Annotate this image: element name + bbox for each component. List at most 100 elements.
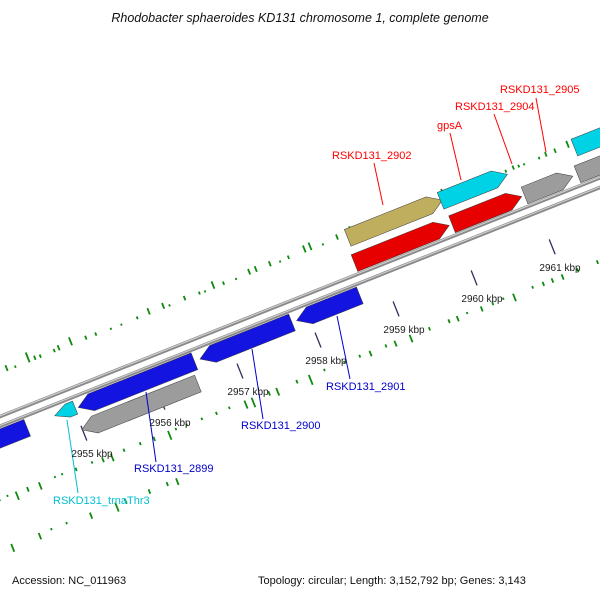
leader-rskd131-2905 — [535, 97, 547, 153]
histogram-bar — [24, 352, 31, 363]
gene-arrow-cyan-edge[interactable] — [570, 118, 600, 157]
histogram-bar — [197, 291, 201, 295]
ruler-tick — [392, 301, 400, 317]
gene-arrow-blue-2900[interactable] — [197, 313, 296, 367]
histogram-bar — [89, 512, 94, 519]
histogram-bar — [358, 354, 362, 358]
gene-labels: RSKD131_2902 gpsA RSKD131_2904 RSKD131_2… — [53, 84, 580, 507]
histogram-ring-outer — [4, 132, 599, 372]
histogram-bar — [553, 148, 557, 154]
histogram-bar — [278, 260, 282, 263]
histogram-bar — [512, 293, 517, 302]
histogram-bar — [447, 319, 451, 324]
gene-arrow-khaki-2902[interactable] — [343, 192, 445, 247]
histogram-bar — [234, 277, 238, 281]
histogram-bar — [122, 448, 126, 452]
label-leaders — [66, 97, 547, 494]
histogram-bar — [267, 260, 272, 267]
page-title: Rhodobacter sphaeroides KD131 chromosome… — [111, 11, 488, 25]
gene-arrow-blue-2899[interactable] — [75, 352, 199, 416]
histogram-bar — [531, 285, 534, 289]
histogram-bar — [203, 290, 207, 293]
gene-label-rskd131-2899[interactable]: RSKD131_2899 — [134, 463, 214, 475]
backbone-rail-inner — [0, 154, 600, 453]
histogram-bar — [228, 406, 231, 410]
histogram-bar — [14, 491, 20, 501]
histogram-bar — [541, 281, 545, 287]
histogram-bar — [185, 423, 189, 427]
ruler-label-2960: 2960 kbp — [461, 294, 503, 305]
histogram-bar — [10, 543, 16, 553]
status-accession: Accession: NC_011963 — [12, 575, 126, 587]
histogram-bar — [384, 344, 388, 348]
histogram-bar — [94, 332, 98, 336]
histogram-bar — [90, 461, 94, 464]
gene-arrow-gray-top-1[interactable] — [520, 168, 576, 205]
leader-gpsa — [449, 132, 462, 181]
histogram-bar — [123, 498, 128, 505]
histogram-bar — [517, 164, 521, 168]
histogram-ring-inner — [0, 260, 599, 502]
backbone-rail-outer — [0, 146, 600, 444]
leader-rskd131-2902 — [373, 162, 384, 206]
status-bar: Accession: NC_011963 Topology: circular;… — [12, 575, 526, 587]
gene-label-rskd131-trnathr3[interactable]: RSKD131_trnaThr3 — [53, 495, 150, 507]
ruler-tick — [80, 425, 88, 441]
gene-label-rskd131-2900[interactable]: RSKD131_2900 — [241, 420, 321, 432]
histogram-bar — [84, 335, 88, 340]
histogram-bar — [323, 368, 326, 372]
leader-rskd131-trnathr3 — [66, 419, 79, 494]
histogram-bar — [114, 502, 120, 512]
gene-label-rskd131-2902[interactable]: RSKD131_2902 — [332, 150, 412, 162]
gene-arrow-red-1[interactable] — [350, 217, 452, 272]
gene-label-rskd131-2904[interactable]: RSKD131_2904 — [455, 101, 535, 113]
histogram-bar — [135, 316, 139, 320]
leader-rskd131-2899 — [145, 391, 157, 463]
gene-arrow-red-2[interactable] — [448, 188, 525, 233]
histogram-bar — [38, 354, 42, 359]
histogram-bar — [120, 323, 123, 326]
gene-arrow-gray-top-2[interactable] — [573, 144, 600, 184]
leader-rskd131-2904 — [493, 113, 513, 165]
gene-label-rskd131-2901[interactable]: RSKD131_2901 — [326, 381, 406, 393]
histogram-bar — [537, 156, 541, 160]
gene-arrow-cyan-gpsA[interactable] — [436, 166, 511, 210]
histogram-bar — [26, 486, 30, 492]
gene-arrow-blue-1[interactable] — [0, 419, 31, 480]
histogram-bar — [307, 374, 314, 386]
histogram-bar — [253, 265, 258, 273]
backbone-rail-outer-highlight — [0, 147, 600, 442]
histogram-bar — [275, 387, 281, 396]
histogram-bar — [565, 140, 570, 148]
leader-rskd131-2901 — [336, 315, 351, 380]
gene-arrows — [0, 118, 600, 480]
histogram-bar — [522, 163, 526, 166]
histogram-bar — [68, 337, 73, 346]
histogram-bar — [302, 245, 307, 253]
histogram-bar — [576, 267, 580, 273]
gene-label-gpsa[interactable]: gpsA — [437, 120, 463, 132]
histogram-bar — [37, 532, 43, 540]
gene-arrow-blue-2901[interactable] — [293, 286, 364, 329]
histogram-bar — [182, 295, 187, 301]
ruler-label-2958: 2958 kbp — [305, 356, 347, 367]
histogram-ring-inner2 — [10, 478, 180, 553]
histogram-bar — [4, 364, 9, 372]
histogram-bar — [544, 151, 548, 157]
histogram-bar — [504, 169, 508, 173]
histogram-bar — [65, 521, 68, 525]
histogram-bar — [295, 379, 299, 384]
histogram-bar — [200, 417, 204, 421]
histogram-bar — [161, 302, 166, 310]
histogram-bar — [307, 242, 313, 251]
histogram-bar — [250, 397, 257, 408]
histogram-bar — [343, 360, 346, 364]
histogram-bar — [152, 436, 156, 442]
histogram-bar — [550, 277, 555, 284]
histogram-bar — [502, 297, 505, 301]
gene-arrow-trna-thr3[interactable] — [52, 400, 79, 422]
histogram-bar — [393, 340, 398, 347]
gene-label-rskd131-2905[interactable]: RSKD131_2905 — [500, 84, 580, 96]
gene-arrow-gray-inner[interactable] — [78, 374, 202, 438]
histogram-bar — [368, 350, 373, 357]
